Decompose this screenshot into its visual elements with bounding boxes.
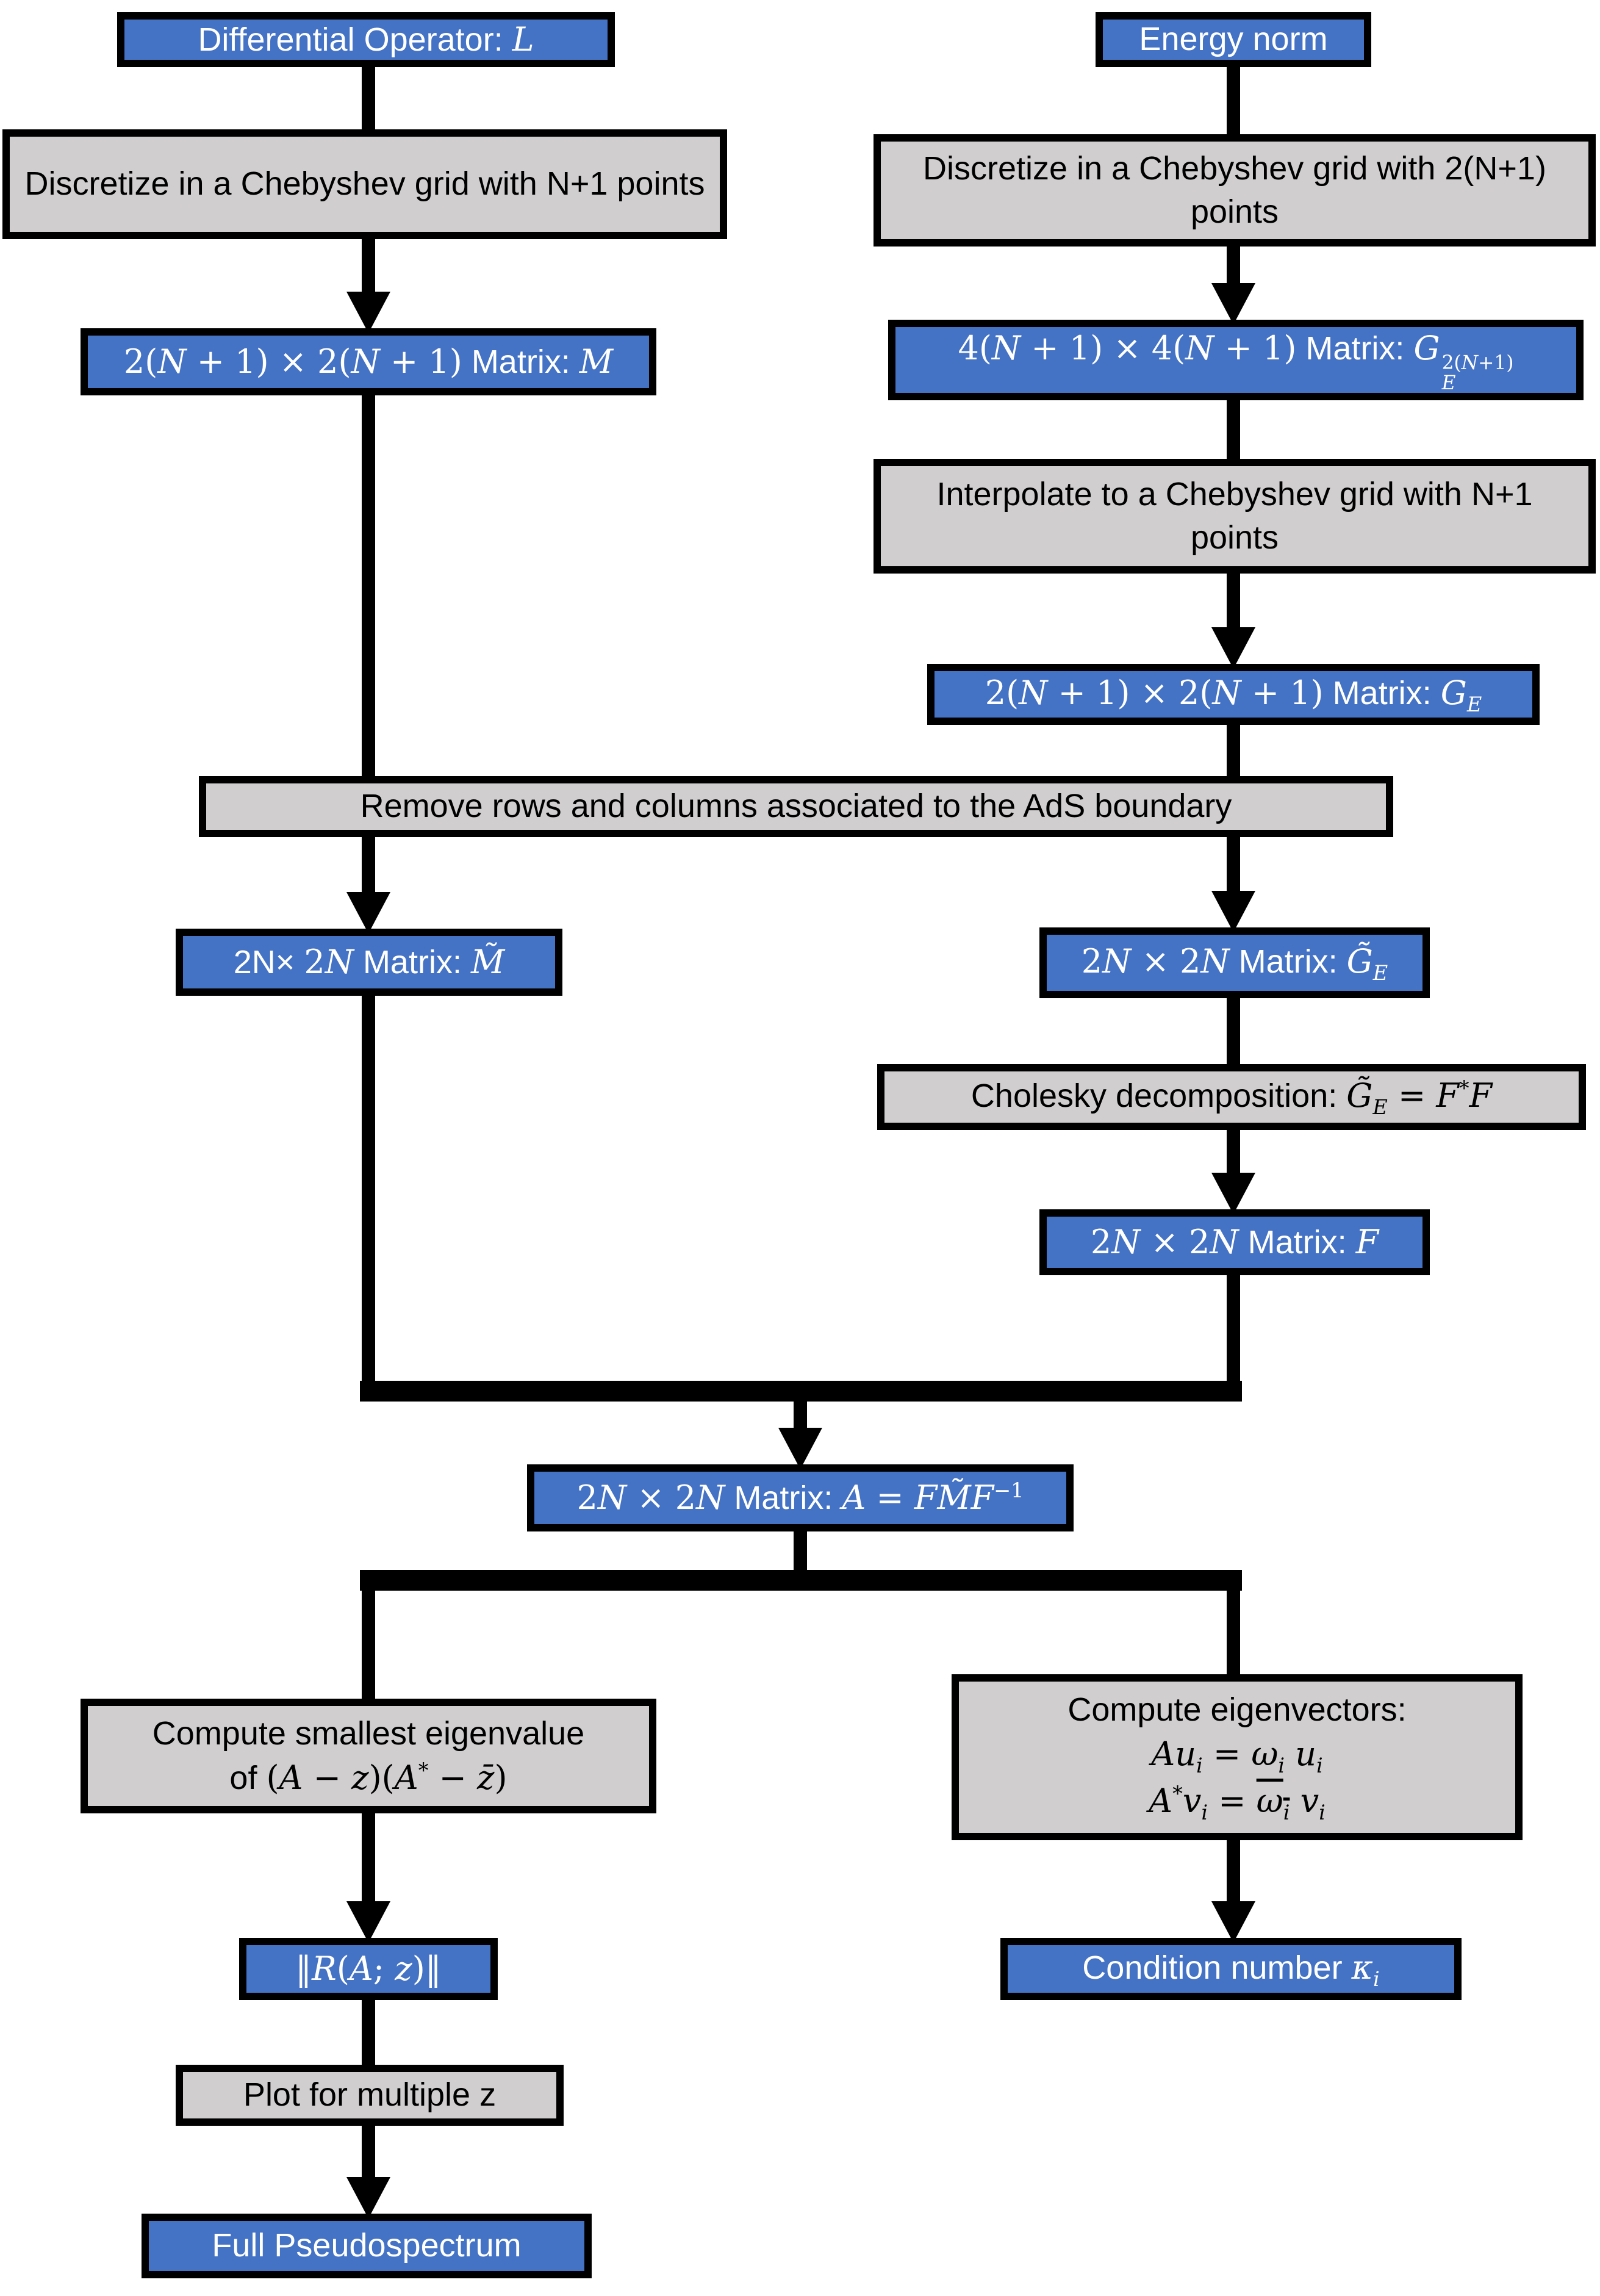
node-discretize-left: Discretize in a Chebyshev grid with N+1 … xyxy=(2,129,727,239)
node-matrix-a: 2N × 2N Matrix: A = FM̃F−1 xyxy=(527,1464,1074,1531)
node-differential-operator: Differential Operator: L xyxy=(117,12,615,67)
node-cholesky: Cholesky decomposition: G̃E = F*F xyxy=(877,1064,1586,1130)
node-differential-operator-label: Differential Operator: L xyxy=(198,20,534,59)
arrowhead-matrix-ge-full xyxy=(1211,283,1255,325)
arrowhead-matrix-m-tilde xyxy=(346,892,390,934)
node-matrix-f: 2N × 2N Matrix: F xyxy=(1039,1209,1430,1275)
node-resolvent-norm: ‖R(A; z)‖ xyxy=(239,1938,498,2000)
node-plot-multiple-z-label: Plot for multiple z xyxy=(243,2076,497,2114)
arrowhead-matrix-m xyxy=(346,292,390,333)
node-energy-norm: Energy norm xyxy=(1096,12,1371,67)
node-condition-number-label: Condition number κi xyxy=(1082,1948,1380,1991)
arrowhead-matrix-f xyxy=(1211,1173,1255,1214)
node-resolvent-norm-label: ‖R(A; z)‖ xyxy=(295,1949,442,1988)
node-full-pseudospectrum-label: Full Pseudospectrum xyxy=(212,2227,522,2264)
node-matrix-a-label: 2N × 2N Matrix: A = FM̃F−1 xyxy=(576,1478,1024,1517)
node-discretize-left-label: Discretize in a Chebyshev grid with N+1 … xyxy=(24,165,705,203)
arrowhead-resolvent-norm xyxy=(346,1901,390,1943)
node-matrix-ge: 2(N + 1) × 2(N + 1) Matrix: GE xyxy=(927,664,1540,725)
arrowhead-matrix-ge-tilde xyxy=(1211,891,1255,932)
node-remove-rows: Remove rows and columns associated to th… xyxy=(199,776,1393,837)
node-full-pseudospectrum: Full Pseudospectrum xyxy=(142,2214,592,2278)
node-matrix-ge-tilde-label: 2N × 2N Matrix: G̃E xyxy=(1081,941,1388,985)
arrowhead-matrix-a xyxy=(778,1428,822,1469)
arrowhead-full-pseudospectrum xyxy=(346,2177,390,2219)
node-discretize-right: Discretize in a Chebyshev grid with 2(N+… xyxy=(874,134,1596,247)
node-cholesky-label: Cholesky decomposition: G̃E = F*F xyxy=(970,1076,1493,1119)
node-remove-rows-label: Remove rows and columns associated to th… xyxy=(360,788,1232,825)
arrowhead-condition-number xyxy=(1211,1901,1255,1943)
node-matrix-m-tilde: 2N× 2N Matrix: M̃ xyxy=(176,929,562,996)
node-condition-number: Condition number κi xyxy=(1000,1938,1462,2000)
node-matrix-ge-tilde: 2N × 2N Matrix: G̃E xyxy=(1039,927,1430,998)
node-matrix-m-tilde-label: 2N× 2N Matrix: M̃ xyxy=(233,942,505,981)
arrowhead-matrix-ge xyxy=(1211,627,1255,669)
node-interpolate: Interpolate to a Chebyshev grid with N+1… xyxy=(874,459,1596,574)
node-matrix-f-label: 2N × 2N Matrix: F xyxy=(1090,1222,1379,1261)
node-plot-multiple-z: Plot for multiple z xyxy=(176,2065,564,2126)
node-energy-norm-label: Energy norm xyxy=(1139,21,1328,58)
node-matrix-ge-label: 2(N + 1) × 2(N + 1) Matrix: GE xyxy=(985,673,1482,716)
node-discretize-right-label: Discretize in a Chebyshev grid with 2(N+… xyxy=(923,149,1546,230)
node-interpolate-label: Interpolate to a Chebyshev grid with N+1… xyxy=(936,475,1533,556)
node-matrix-m: 2(N + 1) × 2(N + 1) Matrix: M xyxy=(81,328,656,395)
node-matrix-m-label: 2(N + 1) × 2(N + 1) Matrix: M xyxy=(123,342,614,381)
